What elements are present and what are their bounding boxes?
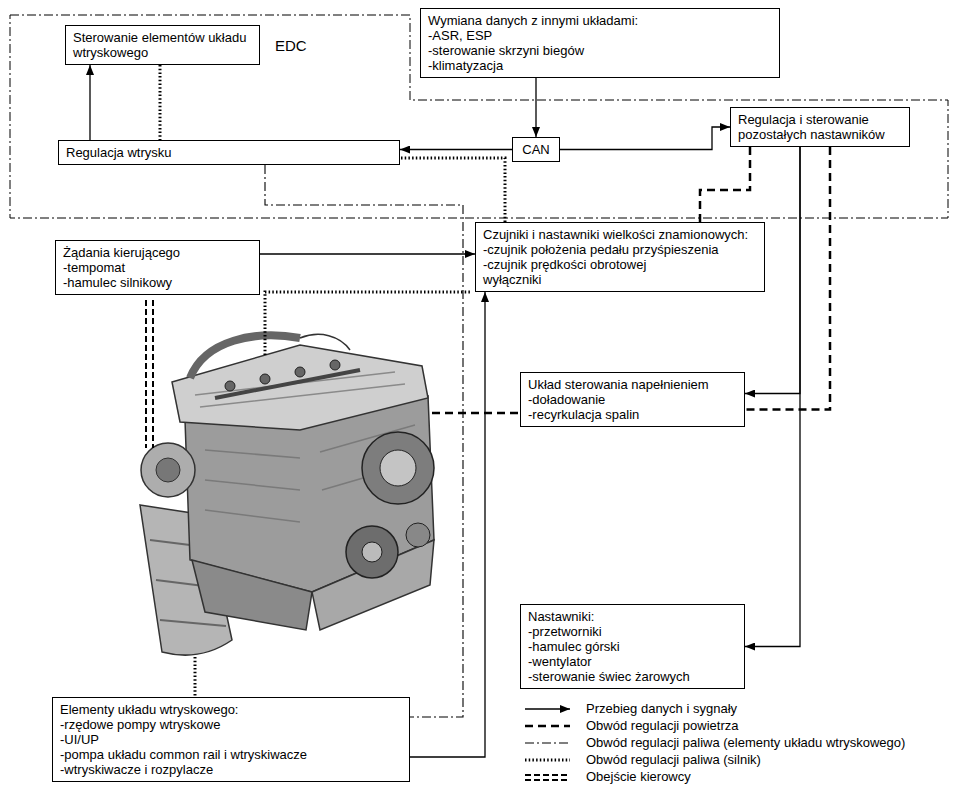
list-item: -tempomat xyxy=(63,260,252,275)
list-item: -wentylator xyxy=(528,654,737,669)
box-heading: CAN xyxy=(520,142,552,157)
region-outline xyxy=(10,15,948,218)
box-heading: Regulacja wtrysku xyxy=(66,145,392,160)
signal-arrow xyxy=(560,127,730,150)
injector xyxy=(225,381,235,391)
injector xyxy=(295,367,305,377)
gear-housing xyxy=(312,540,434,630)
box-heading: Wymiana danych z innymi układami: xyxy=(428,13,772,28)
legend-row: Obwód regulacji paliwa (silnik) xyxy=(522,751,905,768)
legend: Przebieg danych i sygnałyObwód regulacji… xyxy=(522,700,905,785)
legend-double-dashed xyxy=(525,779,570,781)
air-control-line xyxy=(700,147,750,222)
turbo-hub xyxy=(156,458,180,482)
process-box: Żądania kierującego-tempomat-hamulec sil… xyxy=(55,240,260,295)
legend-label: Obwód regulacji paliwa (silnik) xyxy=(586,751,761,768)
oil-pan xyxy=(192,560,312,630)
process-box: Nastawniki:-przetworniki-hamulec górski-… xyxy=(520,604,745,689)
fuel-engine-line xyxy=(194,657,197,696)
signal-arrow xyxy=(89,65,90,140)
process-box: Czujniki i nastawniki wielkości znamiono… xyxy=(475,222,765,292)
pulley xyxy=(346,526,398,578)
box-heading: Elementy układu wtryskowego: xyxy=(60,702,402,717)
legend-dotted xyxy=(525,758,570,761)
legend-sample xyxy=(522,736,572,750)
legend-sample xyxy=(522,770,572,784)
pulley-hub xyxy=(362,542,382,562)
process-box: Układ sterowania napełnieniem-doładowani… xyxy=(520,372,745,427)
list-item: -hamulec silnikowy xyxy=(63,275,252,290)
legend-sample xyxy=(522,719,572,733)
box-heading: Nastawniki: xyxy=(528,609,737,624)
list-item: wyłączniki xyxy=(483,272,757,287)
list-item: -klimatyzacja xyxy=(428,58,772,73)
box-heading: Układ sterowania napełnieniem xyxy=(528,377,737,392)
cylinder-head xyxy=(172,345,428,430)
driver-bypass-line xyxy=(152,300,154,448)
list-item: -czujnik położenia pedału przyśpieszenia xyxy=(483,242,757,257)
process-box: Regulacja wtrysku xyxy=(58,140,400,165)
legend-dashdot xyxy=(525,742,570,743)
legend-label: Obwód regulacji paliwa (elementy układu … xyxy=(586,734,905,751)
fuel-engine-line xyxy=(159,65,162,140)
legend-double-dashed xyxy=(525,774,570,776)
list-item: -przetworniki xyxy=(528,624,737,639)
injector xyxy=(260,374,270,384)
list-item: -UI/UP xyxy=(60,732,402,747)
legend-label: Obejście kierowcy xyxy=(586,768,691,785)
process-box: Regulacja i sterowanie pozostałych nasta… xyxy=(730,107,910,147)
legend-label: Przebieg danych i sygnały xyxy=(586,700,737,717)
region-label: EDC xyxy=(275,37,307,54)
legend-row: Obwód regulacji powietrza xyxy=(522,717,905,734)
list-item: -sterowanie świec żarowych xyxy=(528,669,737,684)
list-item: -wtryskiwacze i rozpylacze xyxy=(60,762,402,777)
list-item: -sterowanie skrzyni biegów xyxy=(428,43,772,58)
legend-row: Obejście kierowcy xyxy=(522,768,905,785)
pulley-hub xyxy=(380,450,416,486)
engine-links xyxy=(146,292,518,696)
list-item: -doładowanie xyxy=(528,392,737,407)
box-heading: Czujniki i nastawniki wielkości znamiono… xyxy=(483,227,757,242)
legend-label: Obwód regulacji powietrza xyxy=(586,717,738,734)
pulley xyxy=(362,432,434,504)
legend-arrow xyxy=(525,708,570,709)
list-item: -recyrkulacja spalin xyxy=(528,407,737,422)
list-item: -czujnik prędkości obrotowej xyxy=(483,257,757,272)
legend-dashed xyxy=(525,724,570,727)
air-control-line xyxy=(430,412,518,415)
fuel-injection-line xyxy=(265,165,463,717)
turbocharger xyxy=(141,443,195,497)
process-box: Elementy układu wtryskowego:-rzędowe pom… xyxy=(52,697,410,782)
list-item: -ASR, ESP xyxy=(428,28,772,43)
signal-arrow xyxy=(400,149,512,150)
box-heading: Żądania kierującego xyxy=(63,245,252,260)
process-box: CAN xyxy=(512,137,560,162)
intake-pipe xyxy=(190,335,300,378)
fuel-rail xyxy=(215,370,360,398)
legend-row: Przebieg danych i sygnały xyxy=(522,700,905,717)
process-box: Sterowanie elementów układu wtryskowego xyxy=(65,25,260,65)
signal-arrow xyxy=(535,78,536,137)
box-heading: Regulacja i sterowanie pozostałych nasta… xyxy=(738,112,902,142)
legend-sample xyxy=(522,753,572,767)
fuel-engine-line xyxy=(400,158,505,222)
box-heading: Sterowanie elementów układu wtryskowego xyxy=(73,30,252,60)
legend-row: Obwód regulacji paliwa (elementy układu … xyxy=(522,734,905,751)
list-item: -hamulec górski xyxy=(528,639,737,654)
process-box: Wymiana danych z innymi układami:-ASR, E… xyxy=(420,8,780,78)
fuel-engine-line xyxy=(265,292,472,355)
engine xyxy=(140,334,434,655)
list-item: -pompa układu common rail i wtryskiwacze xyxy=(60,747,402,762)
signal-arrow xyxy=(410,292,485,757)
sensor-wire xyxy=(300,334,350,350)
driver-bypass-line xyxy=(145,300,147,448)
idler-pulley xyxy=(406,523,430,547)
list-item: -rzędowe pompy wtryskowe xyxy=(60,717,402,732)
signal-arrow xyxy=(260,253,475,254)
injector xyxy=(330,360,340,370)
legend-sample xyxy=(522,702,572,716)
